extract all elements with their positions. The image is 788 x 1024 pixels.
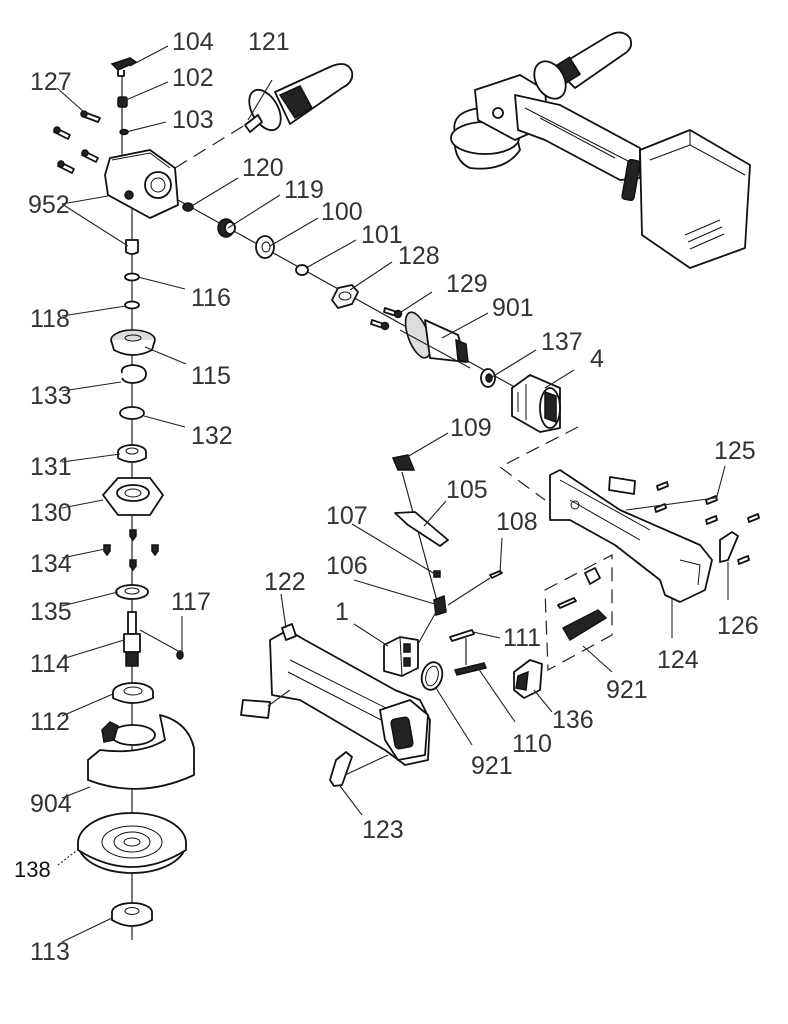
part-126-led-lens [719, 531, 739, 563]
part-131-bearing [117, 444, 147, 463]
part-112-inner-flange [112, 682, 154, 704]
part-921-group [544, 554, 613, 671]
leader-lines [56, 45, 729, 943]
label-952: 952 [28, 191, 70, 219]
switch-axis [401, 471, 441, 613]
part-119-needle-bearing [217, 218, 236, 238]
part-number-labels: 104 102 103 127 952 121 120 119 100 101 … [14, 28, 759, 966]
part-118-washer [124, 300, 140, 310]
label-110: 110 [512, 730, 552, 758]
label-138: 138 [14, 857, 51, 882]
part-135-bearing-plate [115, 584, 149, 600]
label-125: 125 [714, 437, 756, 465]
part-110-contact-plate [453, 662, 488, 676]
part-132-o-ring [119, 406, 145, 420]
part-136-battery-terminal [513, 659, 543, 699]
label-117: 117 [171, 588, 211, 616]
label-120: 120 [242, 154, 284, 182]
label-129: 129 [446, 270, 488, 298]
part-4-stator [511, 374, 561, 433]
label-133: 133 [30, 382, 72, 410]
part-105-switch-bar [394, 511, 449, 547]
label-126: 126 [717, 612, 759, 640]
label-115: 115 [191, 362, 231, 390]
part-134-screws [103, 529, 159, 572]
part-129-screws [370, 307, 403, 331]
part-102-spring [117, 96, 128, 108]
label-921-group: 921 [606, 676, 648, 704]
label-134: 134 [30, 550, 72, 578]
label-1: 1 [335, 598, 349, 626]
label-136: 136 [552, 706, 594, 734]
label-108: 108 [496, 508, 538, 536]
part-952-gear-housing [104, 149, 179, 219]
part-116-washer [124, 272, 140, 282]
label-100: 100 [321, 198, 363, 226]
label-904: 904 [30, 790, 72, 818]
label-122: 122 [264, 568, 306, 596]
part-123-led-lens [329, 751, 353, 787]
part-122-label-plate [240, 699, 271, 719]
part-121-side-handle [244, 63, 354, 133]
part-108-rod [489, 570, 503, 579]
part-120-nut [182, 202, 194, 212]
label-116: 116 [191, 284, 231, 312]
part-128-bearing-retainer [331, 284, 359, 309]
label-119: 119 [284, 176, 324, 204]
part-130-bearing-cover [102, 477, 164, 516]
label-130: 130 [30, 499, 72, 527]
part-138-grinding-wheel [77, 812, 187, 874]
label-112: 112 [30, 708, 70, 736]
label-135: 135 [30, 598, 72, 626]
part-115-bevel-gear [110, 329, 156, 356]
label-901: 901 [492, 294, 534, 322]
assembled-grinder-illustration [450, 31, 751, 269]
part-101-washer [295, 264, 309, 276]
label-109: 109 [450, 414, 492, 442]
label-113: 113 [30, 938, 70, 966]
part-100-ball-bearing [255, 235, 275, 259]
part-133-circlip [120, 364, 147, 384]
label-132: 132 [191, 422, 233, 450]
stator-callout-dash [498, 426, 579, 501]
label-123: 123 [362, 816, 404, 844]
label-128: 128 [398, 242, 440, 270]
part-104-lock-button [110, 57, 138, 77]
label-127: 127 [30, 68, 72, 96]
part-113-lock-nut [111, 902, 153, 927]
label-103: 103 [172, 106, 214, 134]
part-122-left-housing [269, 623, 431, 766]
label-921-disc: 921 [471, 752, 513, 780]
part-952-bushing [125, 239, 139, 255]
label-107: 107 [326, 502, 368, 530]
label-105: 105 [446, 476, 488, 504]
part-124-right-housing [549, 469, 713, 603]
label-106: 106 [326, 552, 368, 580]
part-117-key [176, 650, 184, 660]
part-921-disc [420, 661, 444, 691]
label-121: 121 [248, 28, 290, 56]
handle-axis [174, 124, 246, 169]
part-127-screws [53, 110, 101, 174]
label-124: 124 [657, 646, 699, 674]
part-114-spindle [123, 611, 141, 667]
label-102: 102 [172, 64, 214, 92]
part-901-armature [399, 311, 471, 369]
label-4: 4 [590, 345, 604, 373]
part-904-wheel-guard [87, 714, 195, 790]
part-106-link [433, 594, 447, 616]
label-114: 114 [30, 650, 70, 678]
part-109-switch-slider [391, 454, 416, 471]
part-1-switch-module [383, 636, 419, 677]
label-111: 111 [503, 624, 541, 652]
part-124-label-plate [608, 476, 636, 495]
label-137: 137 [541, 328, 583, 356]
label-104: 104 [172, 28, 214, 56]
label-131: 131 [30, 453, 72, 481]
part-137-bearing [480, 368, 496, 388]
label-118: 118 [30, 305, 70, 333]
label-101: 101 [361, 221, 403, 249]
part-111-contact-plate [449, 629, 475, 642]
